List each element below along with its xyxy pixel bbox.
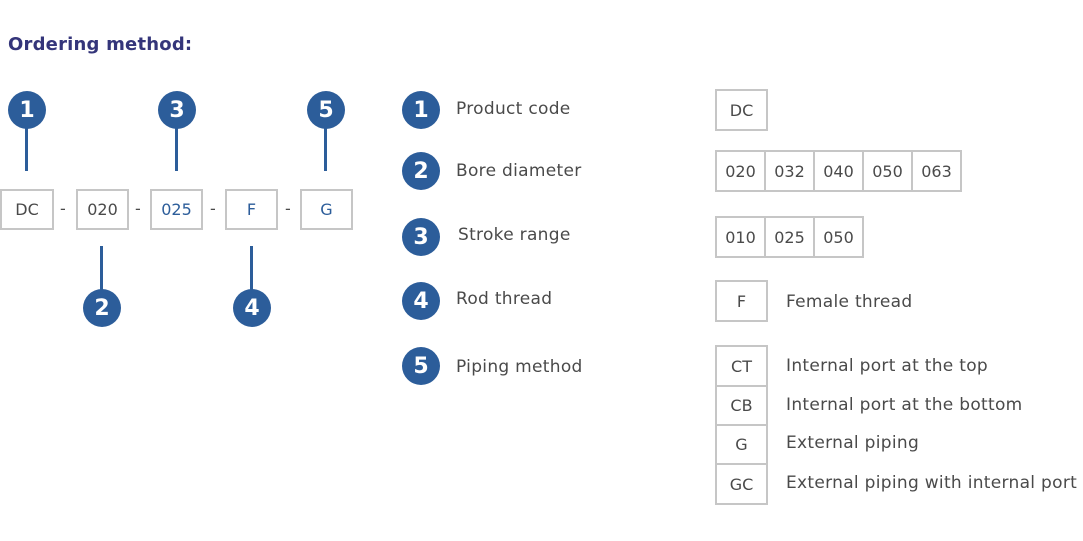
code-segment-rod-thread: F — [225, 189, 278, 230]
field-number-4: 4 — [402, 282, 440, 320]
callout-4: 4 — [233, 289, 271, 327]
callout-3: 3 — [158, 91, 196, 129]
field-label-piping-method: Piping method — [456, 357, 583, 377]
callout-5: 5 — [307, 91, 345, 129]
option-description: External piping with internal port — [786, 473, 1078, 493]
code-separator: - — [60, 199, 66, 218]
code-segment-piping: G — [300, 189, 353, 230]
callout-2: 2 — [83, 289, 121, 327]
field-label-rod-thread: Rod thread — [456, 289, 553, 309]
field-label-bore-diameter: Bore diameter — [456, 161, 582, 181]
field-label-stroke-range: Stroke range — [458, 225, 571, 245]
callout-line-5 — [324, 128, 327, 171]
value-cell: 025 — [764, 216, 815, 258]
code-separator: - — [210, 199, 216, 218]
field-label-product-code: Product code — [456, 99, 571, 119]
code-segment-stroke: 025 — [150, 189, 203, 230]
value-cell: 040 — [813, 150, 864, 192]
option-description: Internal port at the top — [786, 356, 989, 376]
value-cell: 032 — [764, 150, 815, 192]
field-number-3: 3 — [402, 218, 440, 256]
callout-line-2 — [100, 246, 103, 290]
option-code: CT — [715, 345, 768, 387]
callout-line-1 — [25, 128, 28, 171]
product-code-values: DC — [715, 89, 768, 131]
option-description: Internal port at the bottom — [786, 395, 1023, 415]
code-segment-product: DC — [0, 189, 54, 230]
option-description: Female thread — [786, 292, 913, 312]
option-code: F — [715, 280, 768, 322]
stroke-range-values: 010 025 050 — [715, 216, 864, 258]
option-description: External piping — [786, 433, 920, 453]
value-cell: 010 — [715, 216, 766, 258]
bore-diameter-values: 020 032 040 050 063 — [715, 150, 962, 192]
value-cell: 050 — [862, 150, 913, 192]
field-number-2: 2 — [402, 152, 440, 190]
callout-line-3 — [175, 128, 178, 171]
option-code: CB — [715, 385, 768, 426]
option-code: GC — [715, 463, 768, 505]
callout-1: 1 — [8, 91, 46, 129]
code-separator: - — [135, 199, 141, 218]
field-number-5: 5 — [402, 347, 440, 385]
code-separator: - — [285, 199, 291, 218]
value-cell: 063 — [911, 150, 962, 192]
field-number-1: 1 — [402, 91, 440, 129]
callout-line-4 — [250, 246, 253, 290]
value-cell: 020 — [715, 150, 766, 192]
code-segment-bore: 020 — [76, 189, 129, 230]
value-cell: 050 — [813, 216, 864, 258]
page-title: Ordering method: — [8, 34, 193, 55]
value-cell: DC — [715, 89, 768, 131]
option-code: G — [715, 424, 768, 465]
